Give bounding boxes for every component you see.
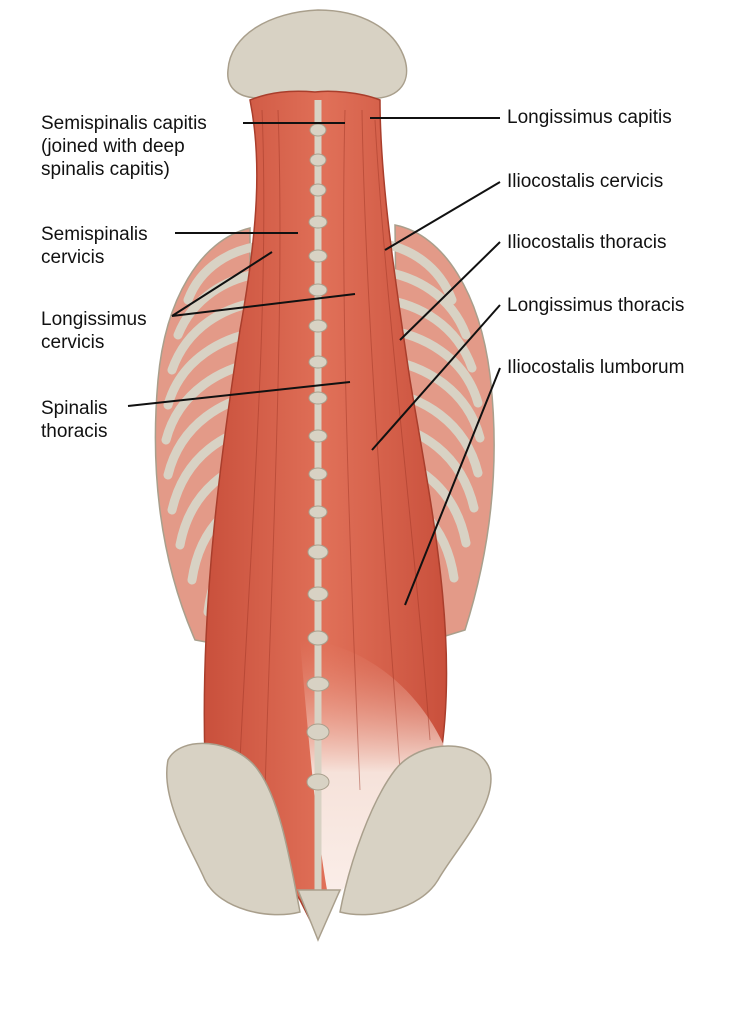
leader-iliocostalis-lumborum bbox=[404, 367, 501, 606]
label-semispinalis-cervicis: Semispinalis cervicis bbox=[41, 223, 148, 269]
label-line: cervicis bbox=[41, 247, 105, 268]
label-line: Iliocostalis cervicis bbox=[507, 171, 664, 192]
label-longissimus-cervicis: Longissimus cervicis bbox=[41, 308, 147, 354]
leader-longissimus-cervicis-b bbox=[171, 293, 356, 317]
label-line: (joined with deep bbox=[41, 136, 185, 157]
label-line: thoracis bbox=[41, 421, 108, 442]
label-iliocostalis-lumborum: Iliocostalis lumborum bbox=[507, 356, 684, 379]
leader-longissimus-cervicis-a bbox=[171, 251, 273, 317]
label-line: spinalis capitis) bbox=[41, 159, 170, 180]
label-line: Semispinalis capitis bbox=[41, 113, 207, 134]
label-iliocostalis-cervicis: Iliocostalis cervicis bbox=[507, 170, 663, 193]
leader-spinalis-thoracis bbox=[127, 381, 351, 407]
label-line: Semispinalis bbox=[41, 224, 148, 245]
leader-lines bbox=[127, 117, 501, 606]
label-line: Longissimus capitis bbox=[507, 107, 672, 128]
label-line: Spinalis bbox=[41, 398, 108, 419]
label-line: Iliocostalis lumborum bbox=[507, 357, 685, 378]
leader-iliocostalis-cervicis bbox=[384, 181, 501, 251]
label-iliocostalis-thoracis: Iliocostalis thoracis bbox=[507, 231, 666, 254]
label-longissimus-thoracis: Longissimus thoracis bbox=[507, 294, 684, 317]
label-line: cervicis bbox=[41, 332, 105, 353]
label-line: Iliocostalis thoracis bbox=[507, 232, 667, 253]
label-semispinalis-capitis: Semispinalis capitis (joined with deep s… bbox=[41, 112, 207, 181]
skull-base bbox=[227, 9, 408, 99]
label-line: Longissimus thoracis bbox=[507, 295, 685, 316]
label-line: Longissimus bbox=[41, 309, 147, 330]
leader-longissimus-thoracis bbox=[371, 304, 501, 451]
pelvis bbox=[166, 742, 492, 942]
label-longissimus-capitis: Longissimus capitis bbox=[507, 106, 672, 129]
vertebral-column bbox=[306, 100, 330, 930]
label-spinalis-thoracis: Spinalis thoracis bbox=[41, 397, 108, 443]
leader-iliocostalis-thoracis bbox=[399, 241, 501, 341]
